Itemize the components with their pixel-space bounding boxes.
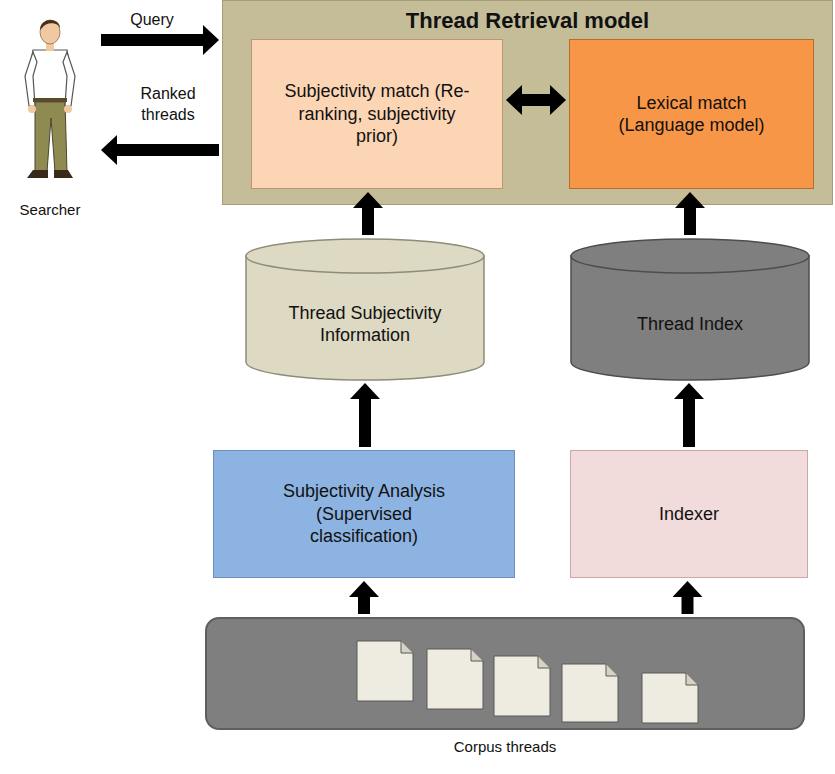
cylinder-top: [571, 239, 809, 273]
process-box: Subjectivity match (Re-ranking, subjecti…: [251, 39, 503, 189]
arm: [25, 52, 37, 106]
trousers: [35, 100, 67, 172]
figure-label: Searcher: [20, 201, 81, 220]
node-text: Indexer: [659, 503, 719, 526]
document-fold: [686, 673, 698, 685]
shoe: [27, 170, 48, 178]
node-text: Thread Index: [637, 313, 743, 336]
document-icon: [357, 641, 413, 701]
flow-arrow: [117, 144, 219, 156]
document-icon: [642, 673, 698, 723]
document-icons: [207, 619, 807, 732]
document-fold: [538, 656, 550, 668]
flow-arrow: [101, 34, 203, 46]
double-arrow: [522, 94, 550, 106]
hair: [40, 20, 60, 30]
flow-arrow: [682, 597, 694, 614]
node-text: Thread Subjectivity Information: [265, 302, 465, 347]
process-box: Subjectivity Analysis (Supervised classi…: [213, 450, 515, 578]
searcher-figure: Searcher: [2, 14, 98, 220]
belt: [33, 98, 67, 102]
node-text: Lexical match (Language model): [612, 92, 772, 137]
flow-arrow: [683, 399, 695, 447]
person-icon: [15, 14, 85, 186]
document-fold: [606, 664, 618, 676]
model-box: Thread Retrieval modelSubjectivity match…: [222, 0, 833, 205]
hand: [28, 105, 36, 113]
corpus-box: Corpus threads: [205, 617, 805, 730]
document-icon: [427, 649, 483, 709]
hand: [64, 105, 72, 113]
shoe: [54, 170, 73, 178]
flow-arrow: [358, 597, 370, 614]
document-fold: [401, 641, 413, 653]
node-text: Thread Retrieval model: [406, 7, 649, 35]
document-icon: [562, 664, 618, 722]
flow-arrow: [362, 208, 374, 235]
edge-label: Ranked threads: [126, 84, 210, 126]
node-text: Subjectivity Analysis (Supervised classi…: [264, 480, 464, 548]
corpus-label: Corpus threads: [207, 738, 803, 757]
edge-label: Query: [104, 10, 200, 31]
node-text: Subjectivity match (Re-ranking, subjecti…: [282, 80, 472, 148]
document-icon: [494, 656, 550, 716]
database-cylinder: Thread Index: [570, 238, 810, 380]
cylinder-body: [246, 256, 484, 380]
flow-arrow: [684, 208, 696, 235]
document-fold: [471, 649, 483, 661]
cylinder-top: [246, 239, 484, 273]
arm: [63, 52, 75, 106]
process-box: Indexer: [570, 450, 808, 578]
cylinder-body: [571, 256, 809, 380]
flow-arrow: [359, 399, 371, 447]
head: [40, 20, 60, 44]
database-cylinder: Thread Subjectivity Information: [245, 238, 485, 380]
cylinder-outline: [570, 238, 810, 380]
process-box: Lexical match (Language model): [569, 39, 814, 189]
